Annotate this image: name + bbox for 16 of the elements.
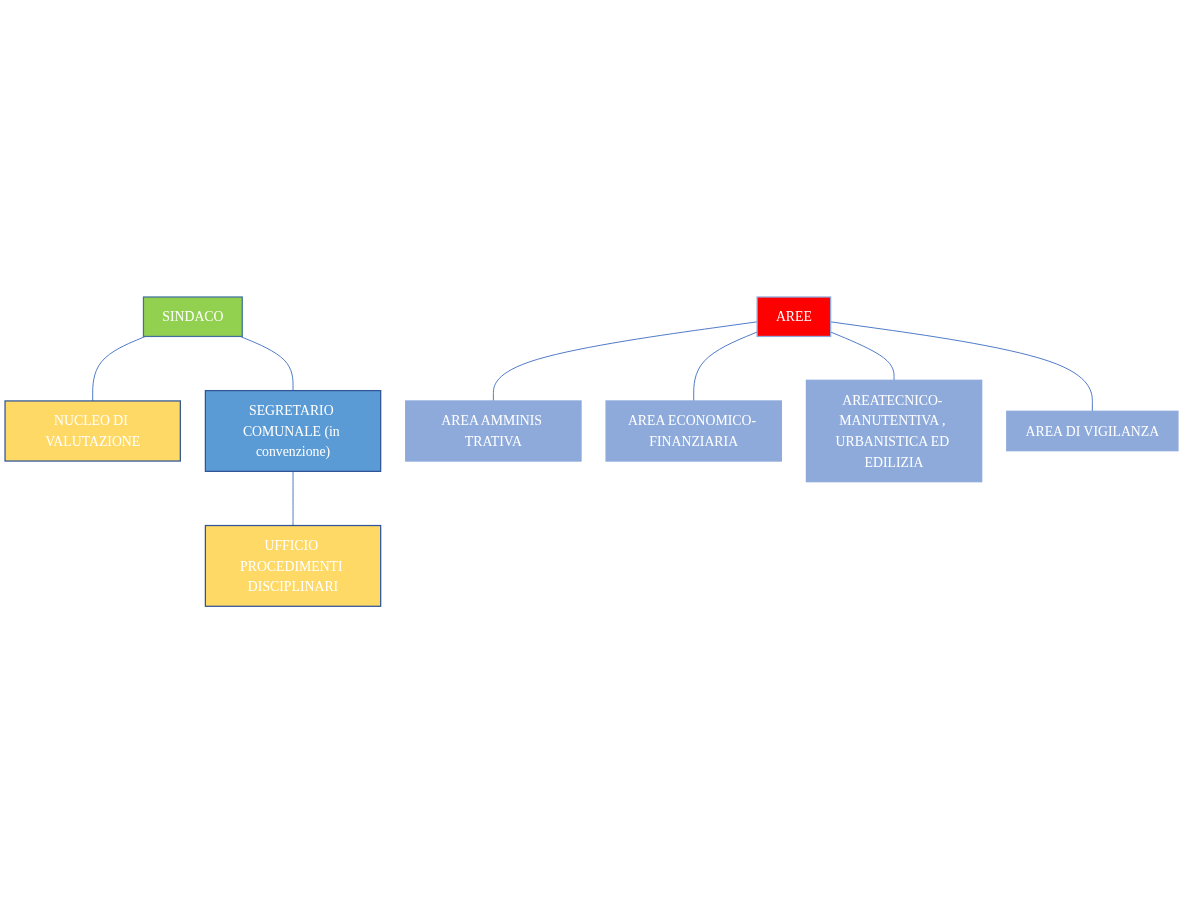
node-box: SEGRETARIO COMUNALE (in convenzione) bbox=[204, 390, 382, 473]
node-box: UFFICIO PROCEDIMENTI DISCIPLINARI bbox=[204, 525, 382, 608]
node-box: AREA ECONOMICO- FINANZIARIA bbox=[605, 400, 782, 462]
node-box: NUCLEO DI VALUTAZIONE bbox=[4, 400, 181, 462]
node-box: AREE bbox=[756, 296, 832, 338]
connector bbox=[492, 321, 758, 402]
connector bbox=[239, 336, 294, 392]
connector bbox=[292, 471, 294, 527]
node-box: AREA DI VIGILANZA bbox=[1006, 411, 1179, 452]
node-box: AREA AMMINIS TRATIVA bbox=[405, 400, 582, 462]
node-box: SINDACO bbox=[142, 296, 243, 338]
connector bbox=[830, 331, 895, 382]
connector bbox=[830, 321, 1093, 413]
connector bbox=[693, 331, 758, 402]
connector bbox=[92, 336, 146, 402]
node-box: AREATECNICO- MANUTENTIVA , URBANISTICA ED EDILIZIA bbox=[805, 380, 983, 483]
